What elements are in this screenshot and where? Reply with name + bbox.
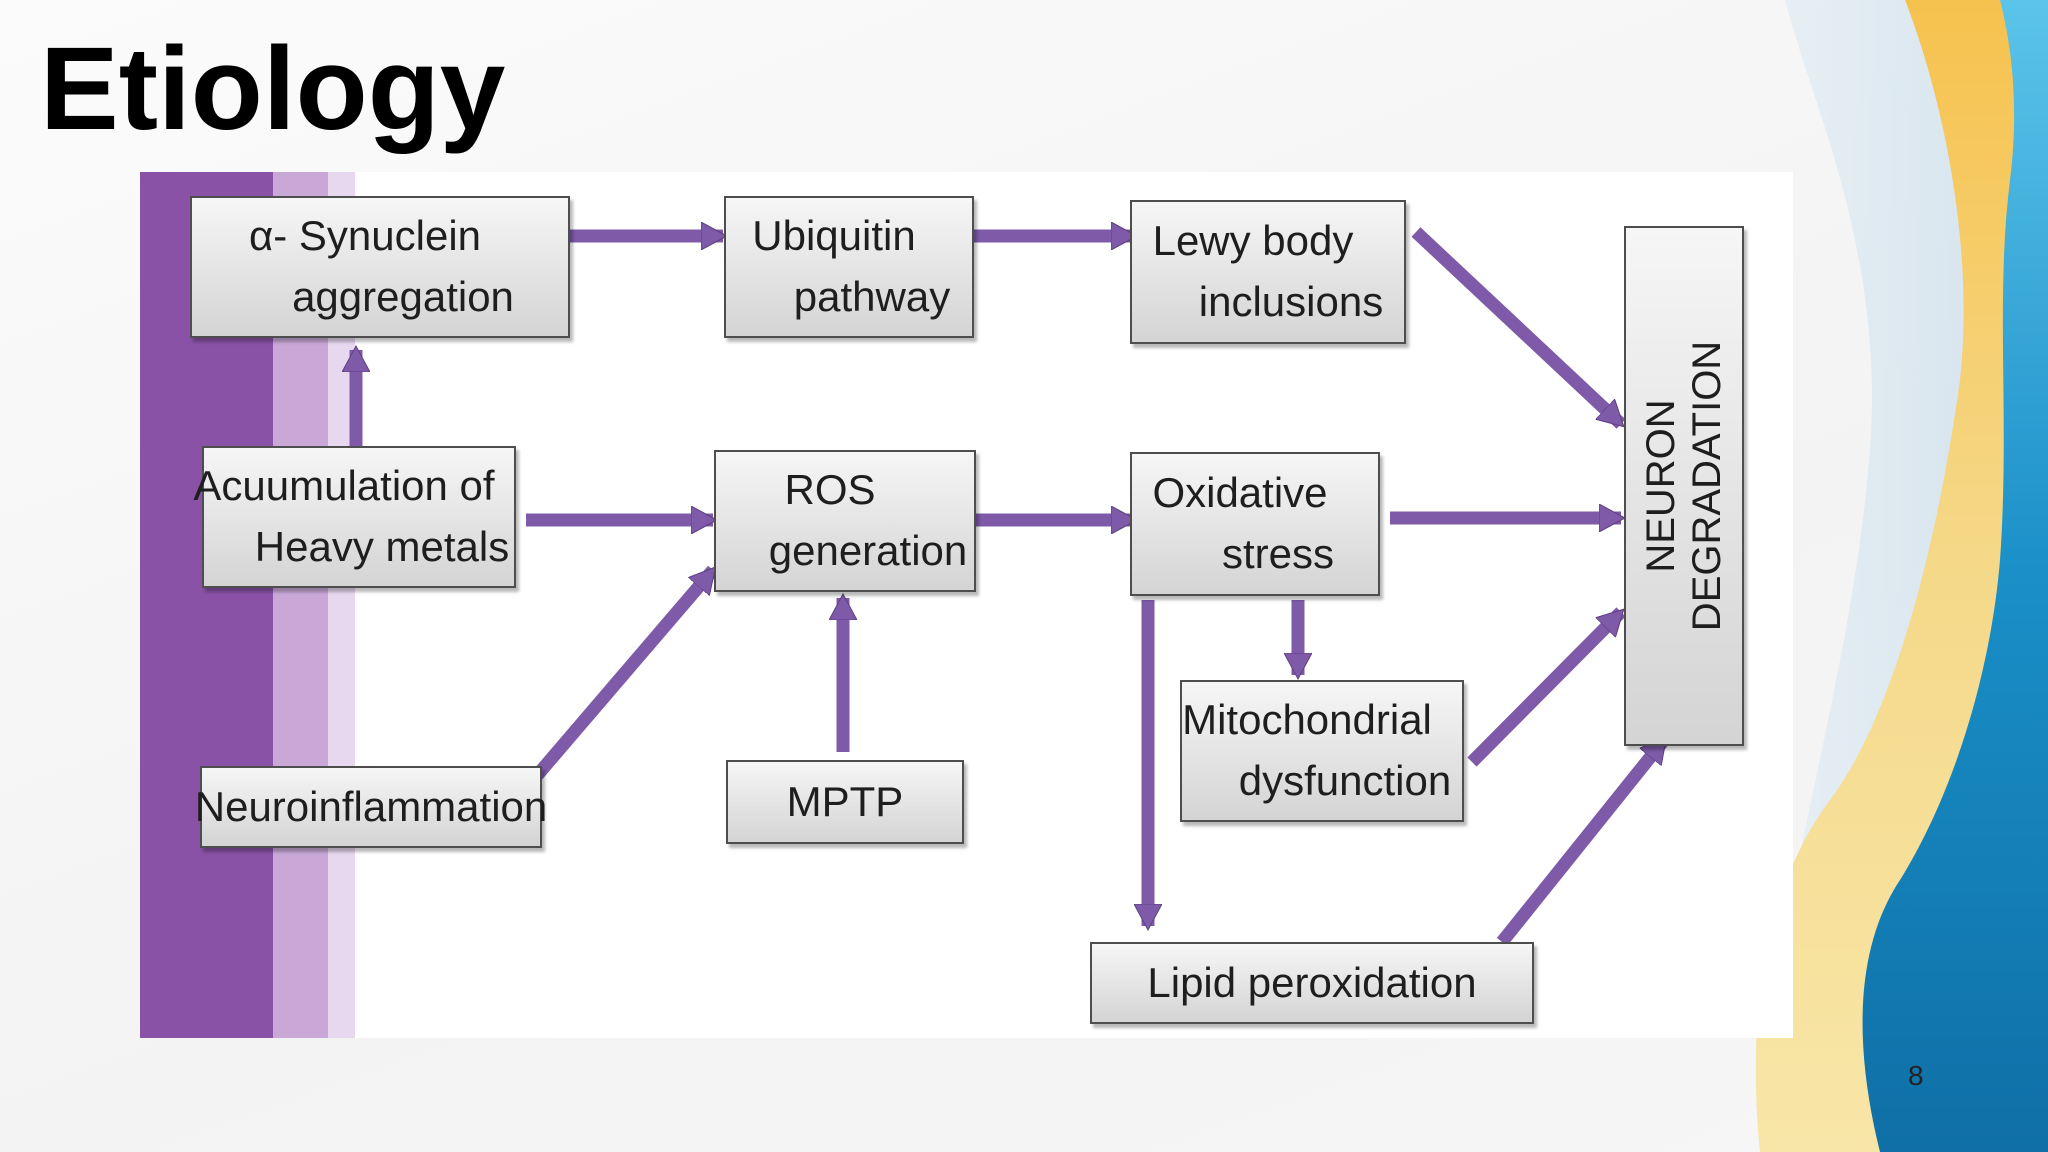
node-mptp: MPTP bbox=[726, 760, 964, 844]
slide-title: Etiology bbox=[40, 23, 506, 155]
node-lipid-peroxidation: Lipid peroxidation bbox=[1090, 942, 1534, 1024]
wave-blue bbox=[1862, 0, 2048, 1152]
node-neuroinflammation: Neuroinflammation bbox=[195, 766, 547, 848]
arrow-lipid-to-neuron bbox=[1496, 735, 1670, 947]
arrow-lewy-to-neuron bbox=[1411, 227, 1626, 429]
arrows-layer bbox=[140, 172, 1670, 947]
arrow-neuroinflammation-to-ros bbox=[517, 565, 718, 798]
page-number: 8 bbox=[1908, 1060, 1924, 1091]
arrow-mitochondrial-to-neuron bbox=[1467, 607, 1626, 767]
